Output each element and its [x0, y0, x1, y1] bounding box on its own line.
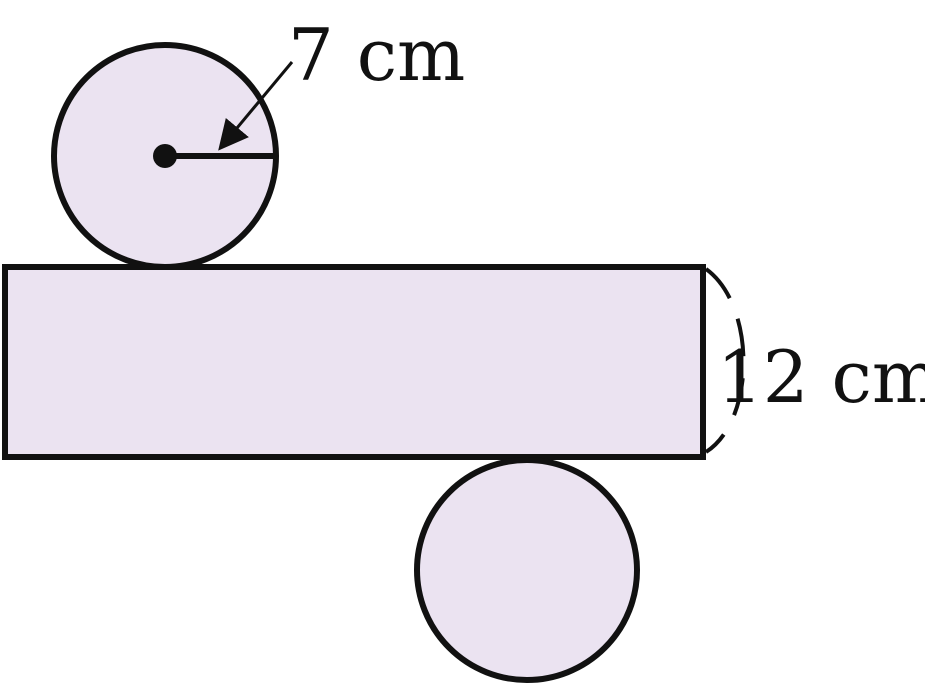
lateral-surface-rectangle	[2, 264, 706, 460]
height-dashed-brace	[704, 267, 746, 454]
bottom-circle-base	[414, 457, 640, 683]
height-label: 12 cm	[717, 335, 925, 419]
center-point	[153, 144, 177, 168]
radius-label: 7 cm	[288, 13, 465, 97]
radius-arrow	[218, 61, 294, 151]
